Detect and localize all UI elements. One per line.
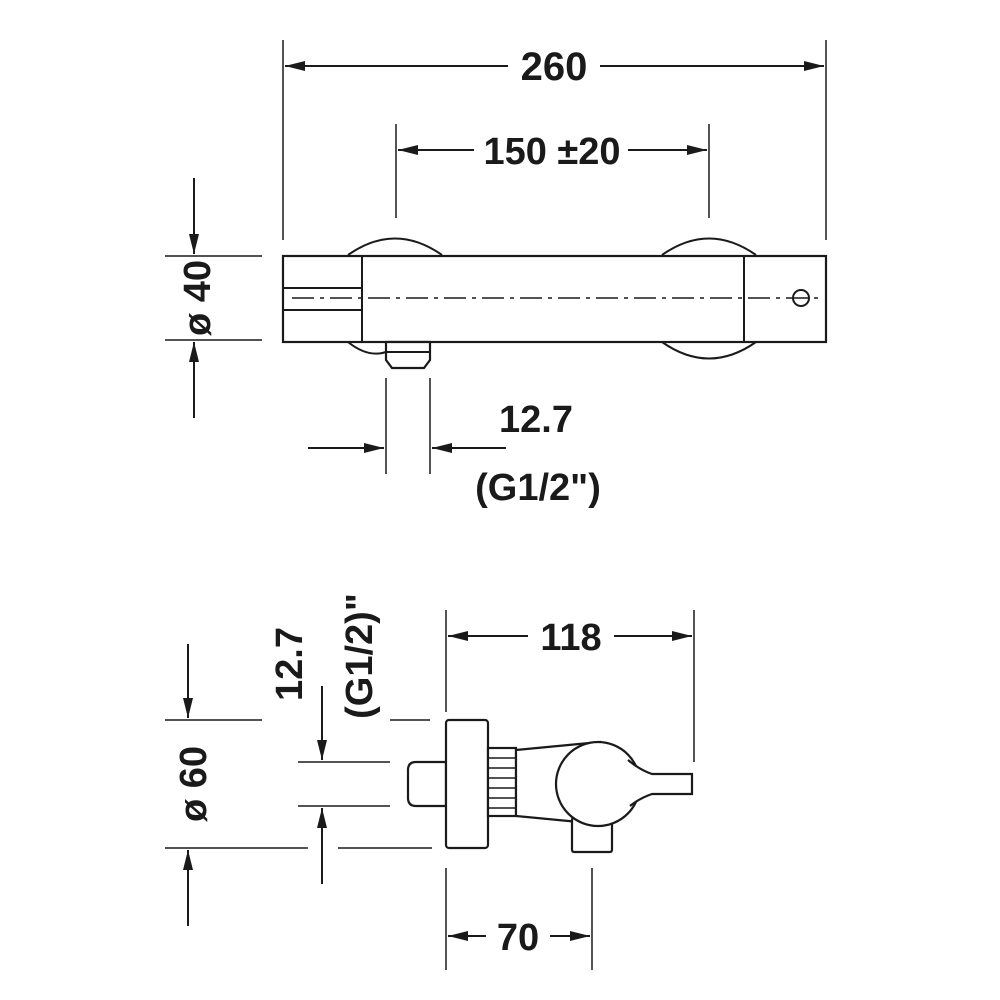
inlet-size-label: 12.7 [269,627,311,701]
depth-label: 118 [540,617,601,659]
left-rosette [347,237,443,355]
inlet-stub [406,760,448,808]
right-rosette [661,237,757,360]
dim-overall-length: 260 [282,40,827,240]
dim-inlet-size: 12.7 (G1/2)" [269,593,430,884]
flange-diameter-label: ø 60 [173,746,215,822]
outlet-thread-label: (G1/2") [475,467,601,509]
dim-outlet-size: 12.7 (G1/2") [308,378,601,509]
body-diameter-label: ø 40 [177,260,219,336]
side-view: 118 70 ø 60 12.7 (G1/2)" [165,593,695,970]
dim-wall-offset: 70 [445,868,593,970]
dim-body-diameter: ø 40 [165,178,262,418]
dim-depth: 118 [445,610,695,762]
dim-connection-spacing: 150 ±20 [395,124,710,218]
knurled-nut [486,746,518,818]
handle-lever [627,759,694,807]
dim-flange-diameter: ø 60 [165,644,432,926]
overall-length-label: 260 [521,45,588,89]
outlet-size-label: 12.7 [499,399,573,441]
wall-flange [444,718,490,850]
top-view: 260 150 ±20 ø 40 12.7 (G1/2") [165,40,828,509]
connection-spacing-label: 150 ±20 [483,131,620,173]
outlet-nipple [384,340,432,370]
handle-knob [554,740,642,828]
inlet-thread-label: (G1/2)" [339,593,381,719]
mixer-body [281,254,828,344]
wall-offset-label: 70 [497,917,539,959]
indicator-hole [792,289,810,307]
